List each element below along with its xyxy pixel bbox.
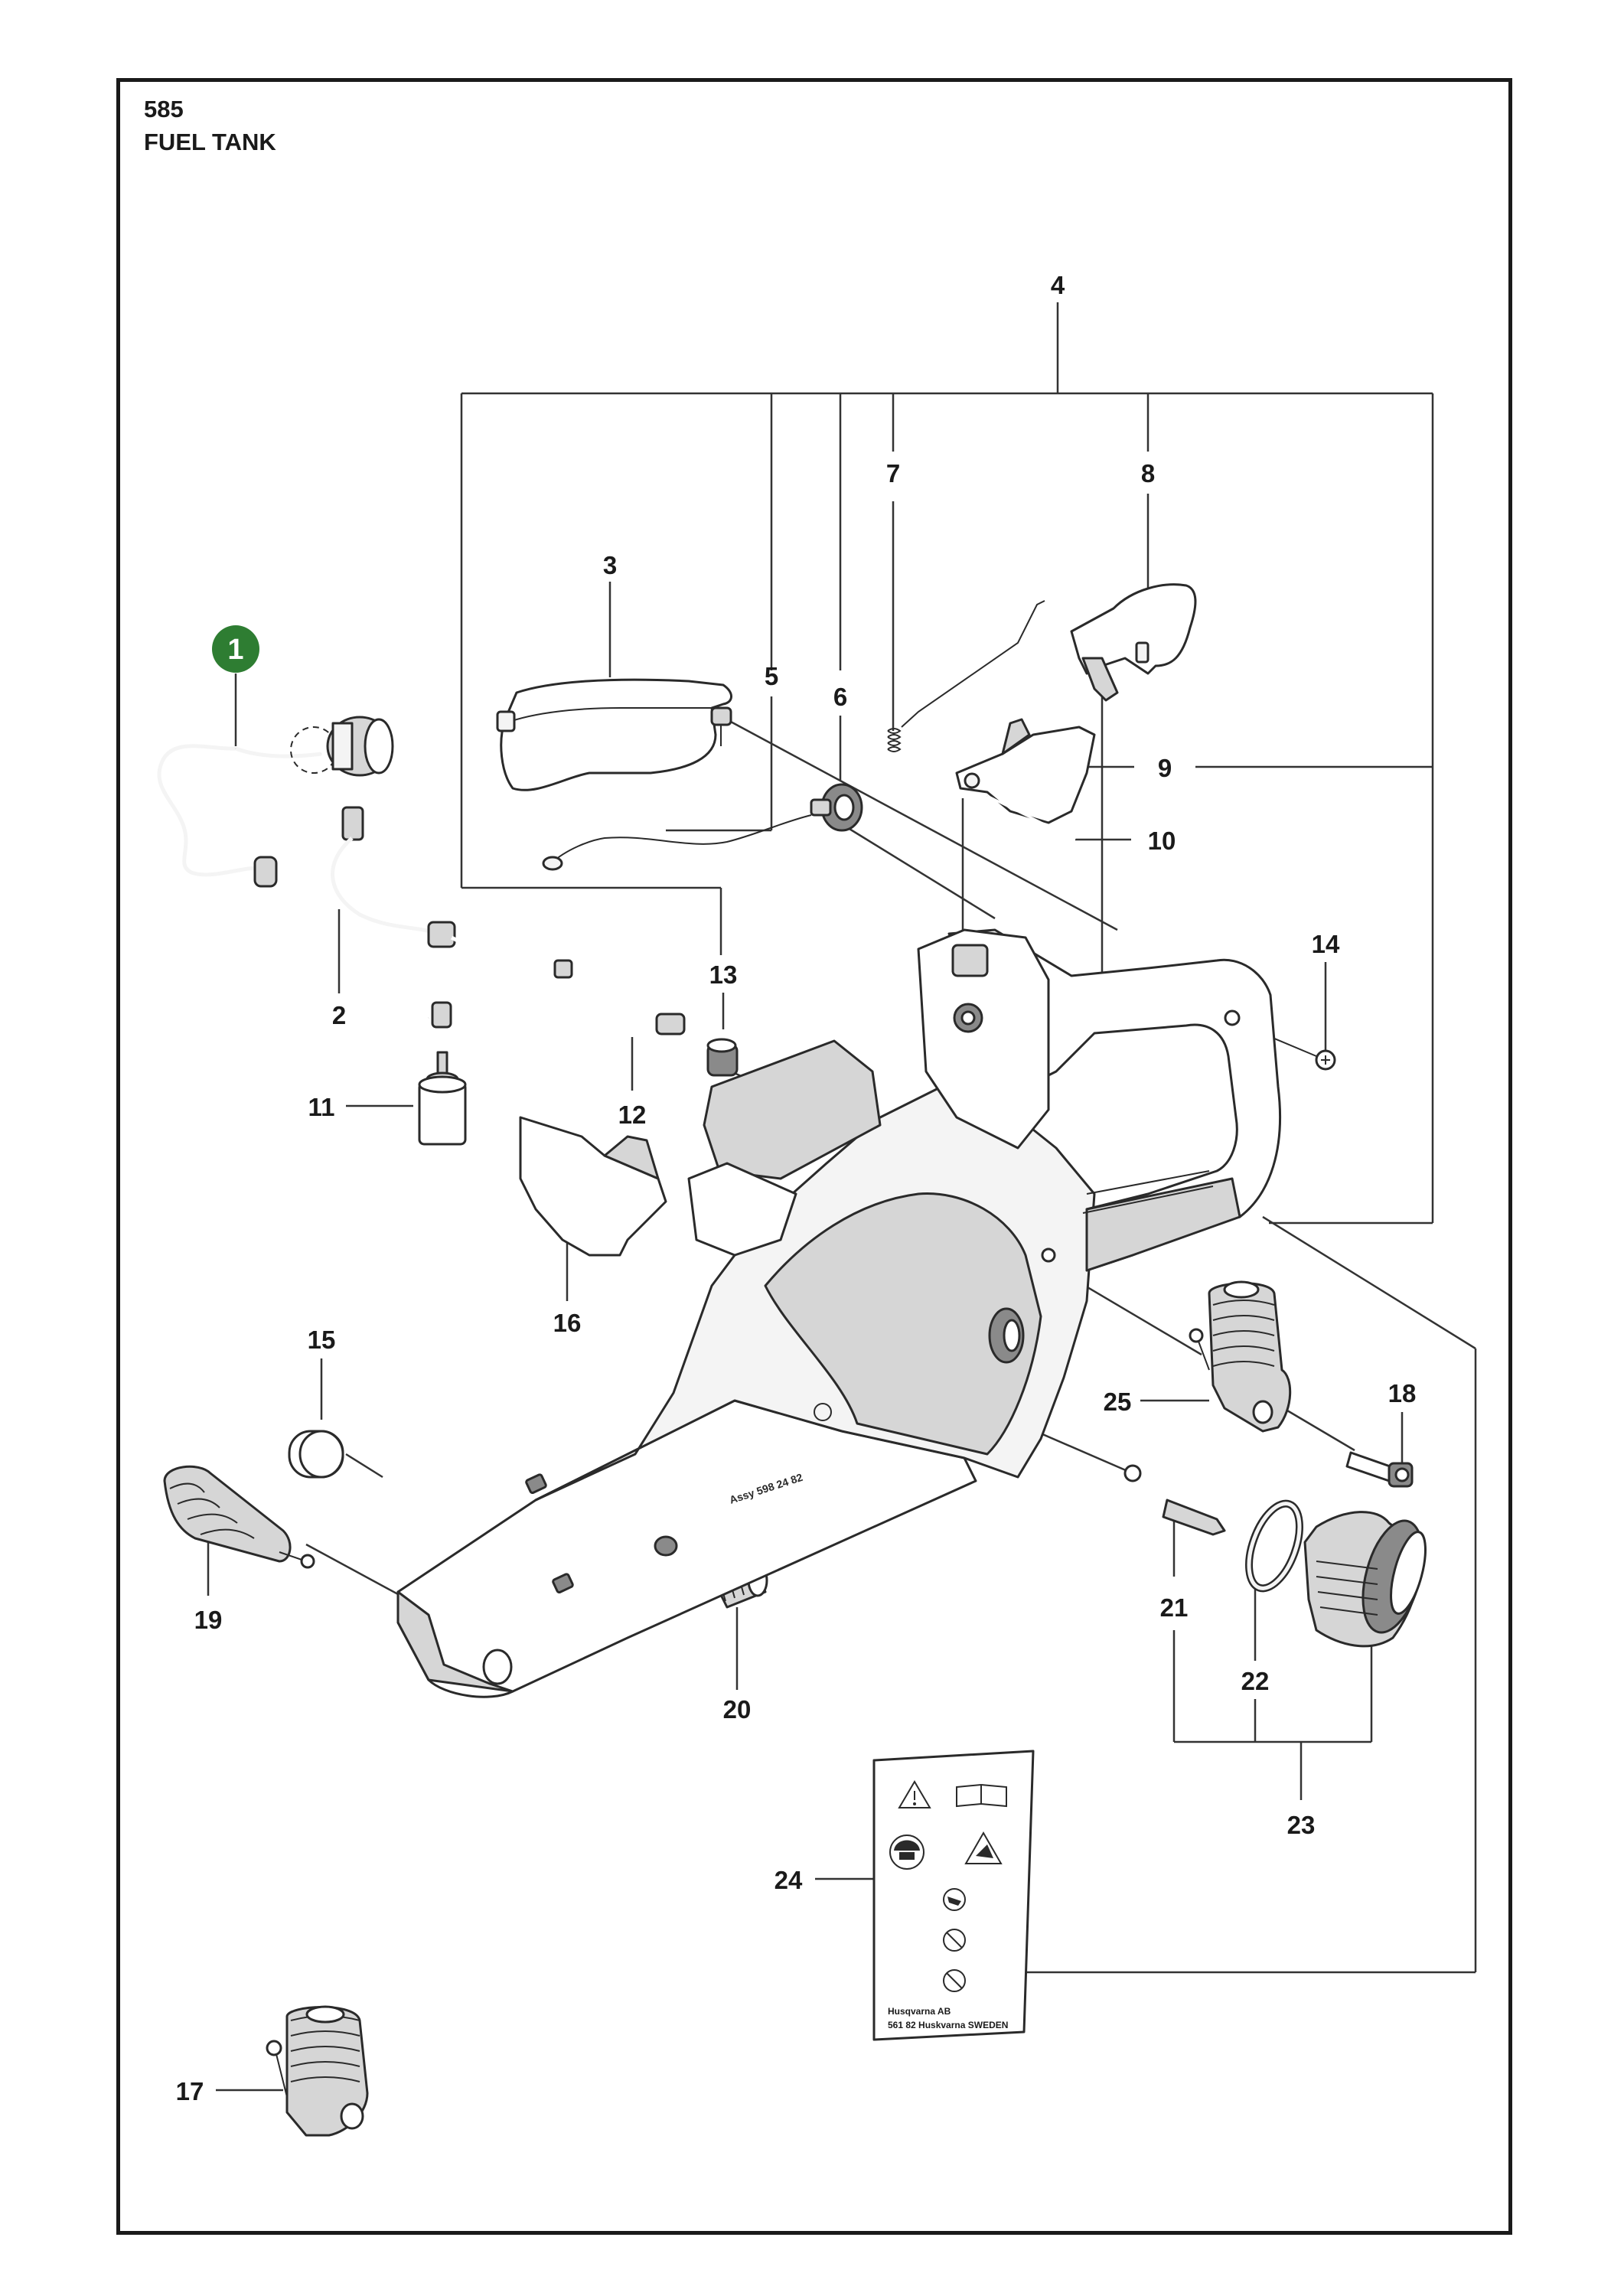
leader-lines — [207, 302, 1477, 2092]
part-12-vent-hose — [553, 931, 686, 1035]
part-7-spring — [887, 600, 1045, 752]
part-8-throttle-trigger — [1070, 583, 1197, 702]
two-hands-icon — [943, 1888, 966, 1911]
callout-9: 9 — [1158, 754, 1172, 782]
callout-7: 7 — [886, 459, 900, 488]
callout-21: 21 — [1160, 1593, 1189, 1622]
part-21-vent — [1123, 1464, 1226, 1536]
callout-14: 14 — [1312, 930, 1340, 958]
no-one-hand-icon — [943, 1929, 966, 1952]
warning-triangle-icon — [898, 1780, 931, 1808]
callout-labels: 4 7 8 3 5 6 9 10 14 13 2 11 12 16 15 18 … — [176, 271, 1417, 2105]
badge-circle — [212, 625, 259, 673]
callout-3: 3 — [603, 551, 617, 579]
part-10-pin — [986, 794, 1076, 841]
part-9-throttle-lockout — [955, 718, 1096, 824]
decal-company: Husqvarna AB — [888, 2006, 951, 2017]
callout-4: 4 — [1051, 271, 1065, 299]
decal-address: 561 82 Huskvarna SWEDEN — [888, 2020, 1008, 2030]
callout-2: 2 — [332, 1001, 346, 1029]
callout-23: 23 — [1287, 1811, 1316, 1839]
no-tip-contact-icon — [943, 1969, 966, 1992]
manual-book-icon — [956, 1783, 1007, 1808]
part-17-av-spring — [266, 2005, 369, 2137]
callout-25: 25 — [1104, 1388, 1132, 1416]
callout-18: 18 — [1388, 1379, 1417, 1407]
part-22-o-ring — [1245, 1499, 1303, 1593]
callout-22: 22 — [1241, 1667, 1270, 1695]
part-15-bushing — [288, 1430, 344, 1479]
part-24-warning-decal: Husqvarna AB 561 82 Huskvarna SWEDEN — [872, 1750, 1035, 2041]
diagram-frame — [116, 78, 1512, 2235]
part-23-fuel-cap — [1303, 1511, 1427, 1648]
fuel-tank-housing: Assy 598 24 82 — [396, 928, 1281, 1698]
callout-11: 11 — [308, 1093, 335, 1121]
part-18-bolt — [1345, 1451, 1414, 1488]
callout-16: 16 — [553, 1309, 582, 1337]
callout-8: 8 — [1141, 459, 1155, 488]
callout-19: 19 — [194, 1606, 223, 1634]
badge-label: 1 — [227, 634, 243, 666]
part-6-valve — [810, 783, 863, 832]
callout-12: 12 — [618, 1101, 647, 1129]
callout-6: 6 — [833, 683, 847, 711]
page-title: FUEL TANK — [144, 129, 276, 155]
part-1-fuel-hose — [157, 716, 394, 888]
part-13-fitting — [706, 1038, 739, 1077]
part-25-av-spring — [1189, 1280, 1292, 1433]
part-19-av-spring — [163, 1465, 315, 1569]
husqvarna-logo-icon — [814, 1403, 832, 1421]
callout-10: 10 — [1148, 827, 1176, 855]
part-16-guard — [519, 1116, 667, 1257]
item-1-badge: 1 — [212, 625, 259, 673]
callout-24: 24 — [774, 1866, 803, 1894]
callout-15: 15 — [308, 1326, 336, 1354]
callout-5: 5 — [765, 662, 778, 690]
helmet-icon — [889, 1835, 925, 1870]
callout-13: 13 — [709, 960, 738, 989]
part-11-fuel-filter — [418, 1051, 467, 1146]
callout-17: 17 — [176, 2077, 204, 2105]
part-5-switch-wire — [542, 706, 812, 871]
kickback-warning-icon — [964, 1831, 1003, 1864]
part-2-fuel-hose — [331, 806, 538, 1041]
page-number: 585 — [144, 96, 184, 122]
part-3-cover — [496, 678, 732, 791]
callout-20: 20 — [723, 1695, 752, 1724]
